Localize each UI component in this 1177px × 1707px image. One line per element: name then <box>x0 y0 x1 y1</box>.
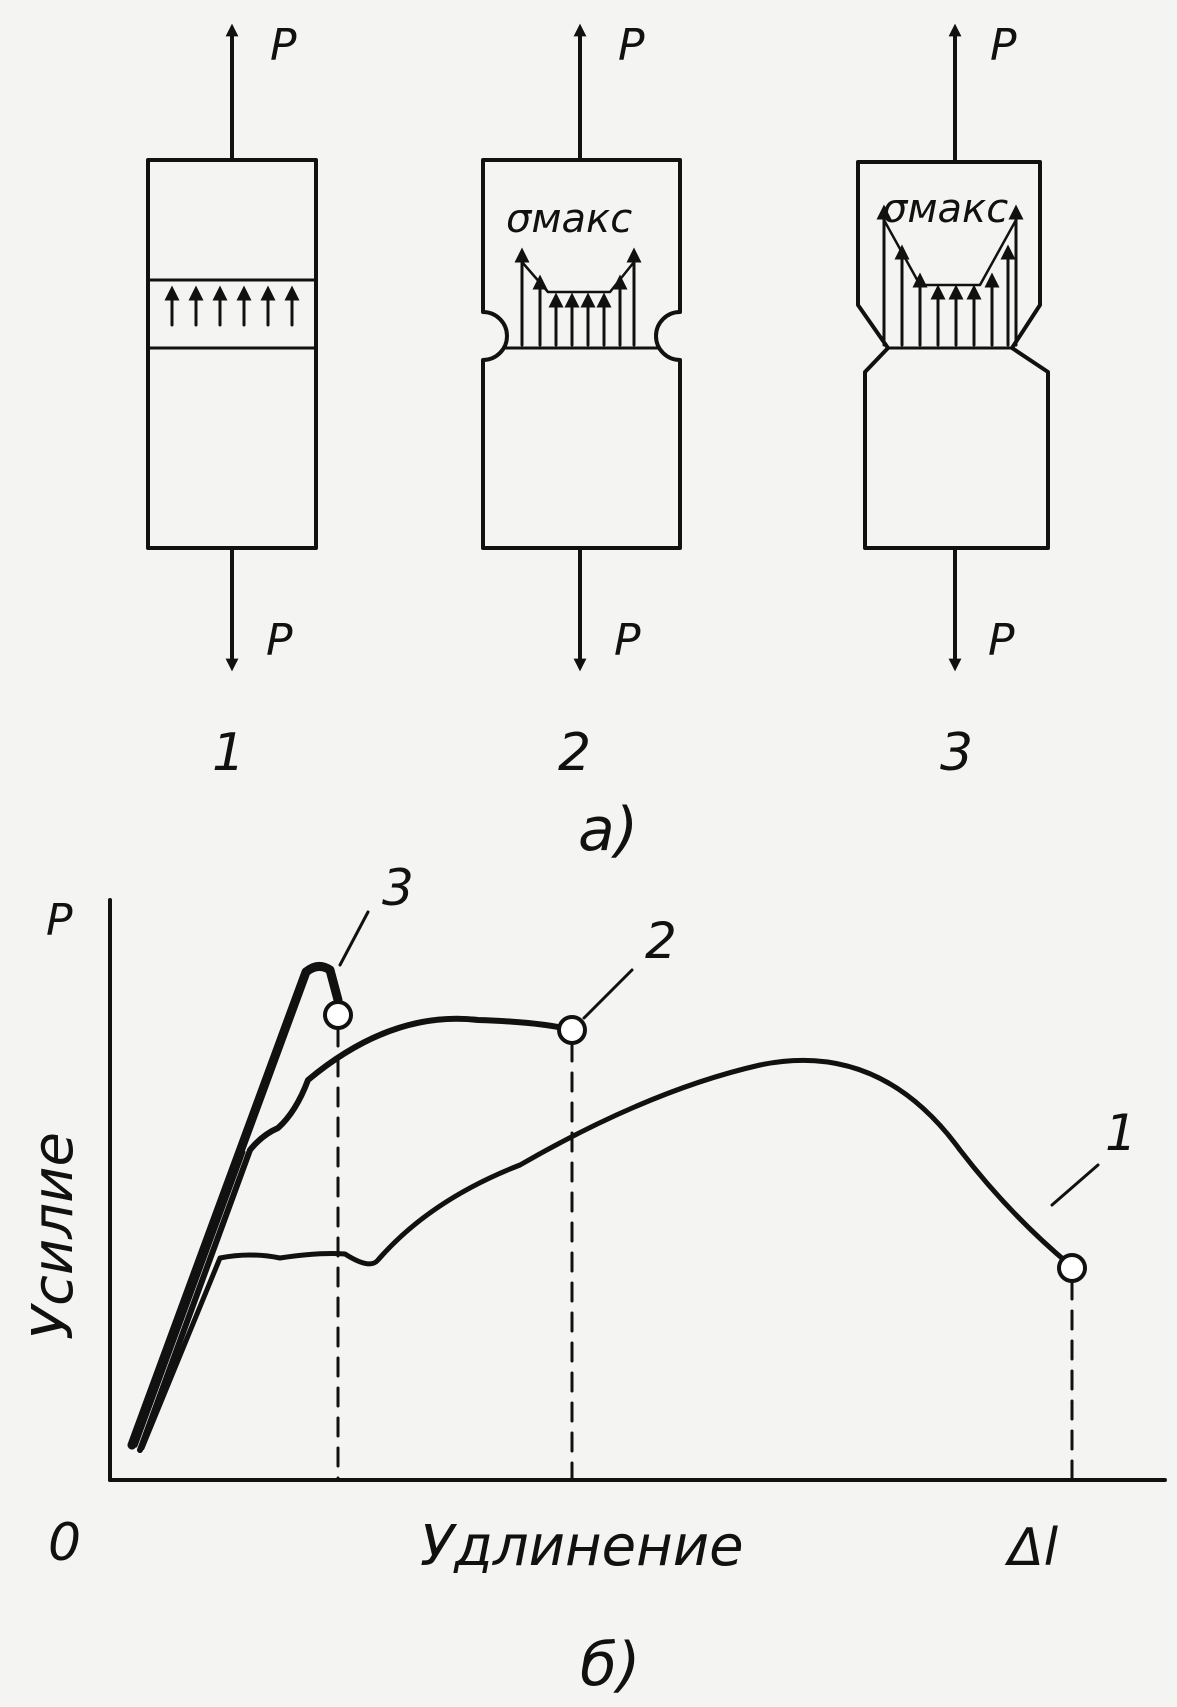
specimen-number: 1 <box>212 723 245 783</box>
y-axis-symbol: P <box>46 895 73 946</box>
leader-line-2 <box>582 968 634 1020</box>
curve-1 <box>139 1057 1073 1451</box>
specimen-body <box>146 158 318 550</box>
force-elongation-graph: P Усилие 0 Удлинение Δl 3 2 1 <box>21 859 1167 1579</box>
leader-line-1 <box>1050 1163 1100 1207</box>
x-axis-label: Удлинение <box>420 1514 744 1579</box>
specimen-2: P σмакс P 2 <box>481 20 682 783</box>
specimen-number: 2 <box>558 723 591 783</box>
elastic-line-shade <box>134 1150 246 1448</box>
sigma-max-label: σмакс <box>882 186 1008 232</box>
curve-3 <box>127 962 343 1450</box>
specimen-body <box>481 158 682 550</box>
force-label-top: P <box>990 20 1017 71</box>
sigma-max-label: σмакс <box>506 196 632 242</box>
stress-arrows-concentrated <box>514 247 642 347</box>
fracture-point-3 <box>323 1000 353 1030</box>
curve-label-1: 1 <box>1105 1104 1137 1162</box>
fracture-point-1 <box>1057 1253 1087 1283</box>
fracture-point-2 <box>557 1015 587 1045</box>
curve-label-3: 3 <box>382 859 414 917</box>
part-b-label: б) <box>580 1630 640 1700</box>
y-axis-label: Усилие <box>21 1132 86 1340</box>
specimen-body <box>856 160 1050 550</box>
leader-line-3 <box>338 910 370 967</box>
curve-label-2: 2 <box>645 912 677 970</box>
specimen-number: 3 <box>940 723 973 783</box>
force-label-bottom: P <box>266 615 293 666</box>
specimen-1: P P 1 <box>146 20 318 783</box>
origin-label: 0 <box>48 1513 81 1573</box>
stress-arrows-concentrated <box>876 204 1024 347</box>
part-a-label: а) <box>578 795 638 865</box>
force-label-top: P <box>618 20 645 71</box>
stress-arrows-uniform <box>164 285 300 327</box>
specimen-3: P σмакс P 3 <box>856 20 1050 783</box>
force-label-bottom: P <box>614 615 641 666</box>
x-axis-end-symbol: Δl <box>1004 1518 1059 1578</box>
force-label-bottom: P <box>988 615 1015 666</box>
force-label-top: P <box>270 20 297 71</box>
